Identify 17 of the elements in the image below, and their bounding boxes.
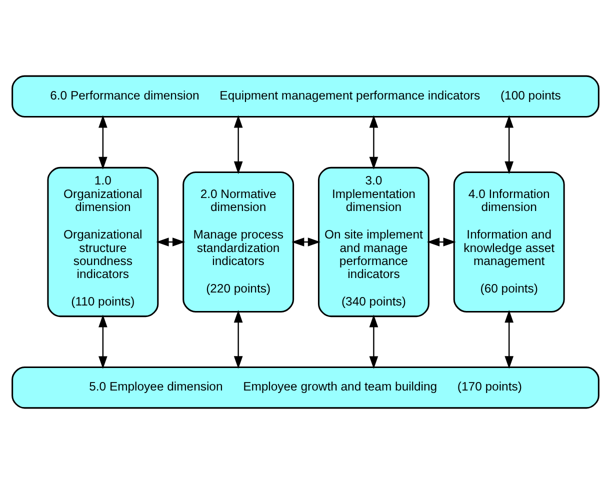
arrow: [369, 314, 378, 369]
node-box: 2.0 Normative dimension Manage process standardization indicators (220 points): [182, 172, 294, 312]
arrow: [504, 310, 514, 369]
arrow: [234, 115, 243, 174]
node-box: 6.0 Performance dimension Equipment management performance indicators (100 points: [12, 75, 600, 118]
arrow: [98, 115, 108, 170]
node-box: 3.0 Implementation dimension On site implement and manage performance indicators (340 points): [318, 166, 430, 318]
arrow: [234, 310, 243, 369]
arrow: [504, 115, 514, 174]
arrow: [292, 238, 321, 246]
arrow: [156, 238, 186, 246]
node-box: 5.0 Employee dimension Employee growth and team building (170 points): [12, 366, 600, 409]
arrow: [98, 314, 108, 369]
node-box: 1.0 Organizational dimension Organizational structure soundness indicators (110 points): [47, 166, 159, 318]
node-box: 4.0 Information dimension Information and knowledge asset management (60 points): [453, 172, 565, 312]
arrow: [426, 238, 456, 246]
arrow: [369, 115, 378, 170]
